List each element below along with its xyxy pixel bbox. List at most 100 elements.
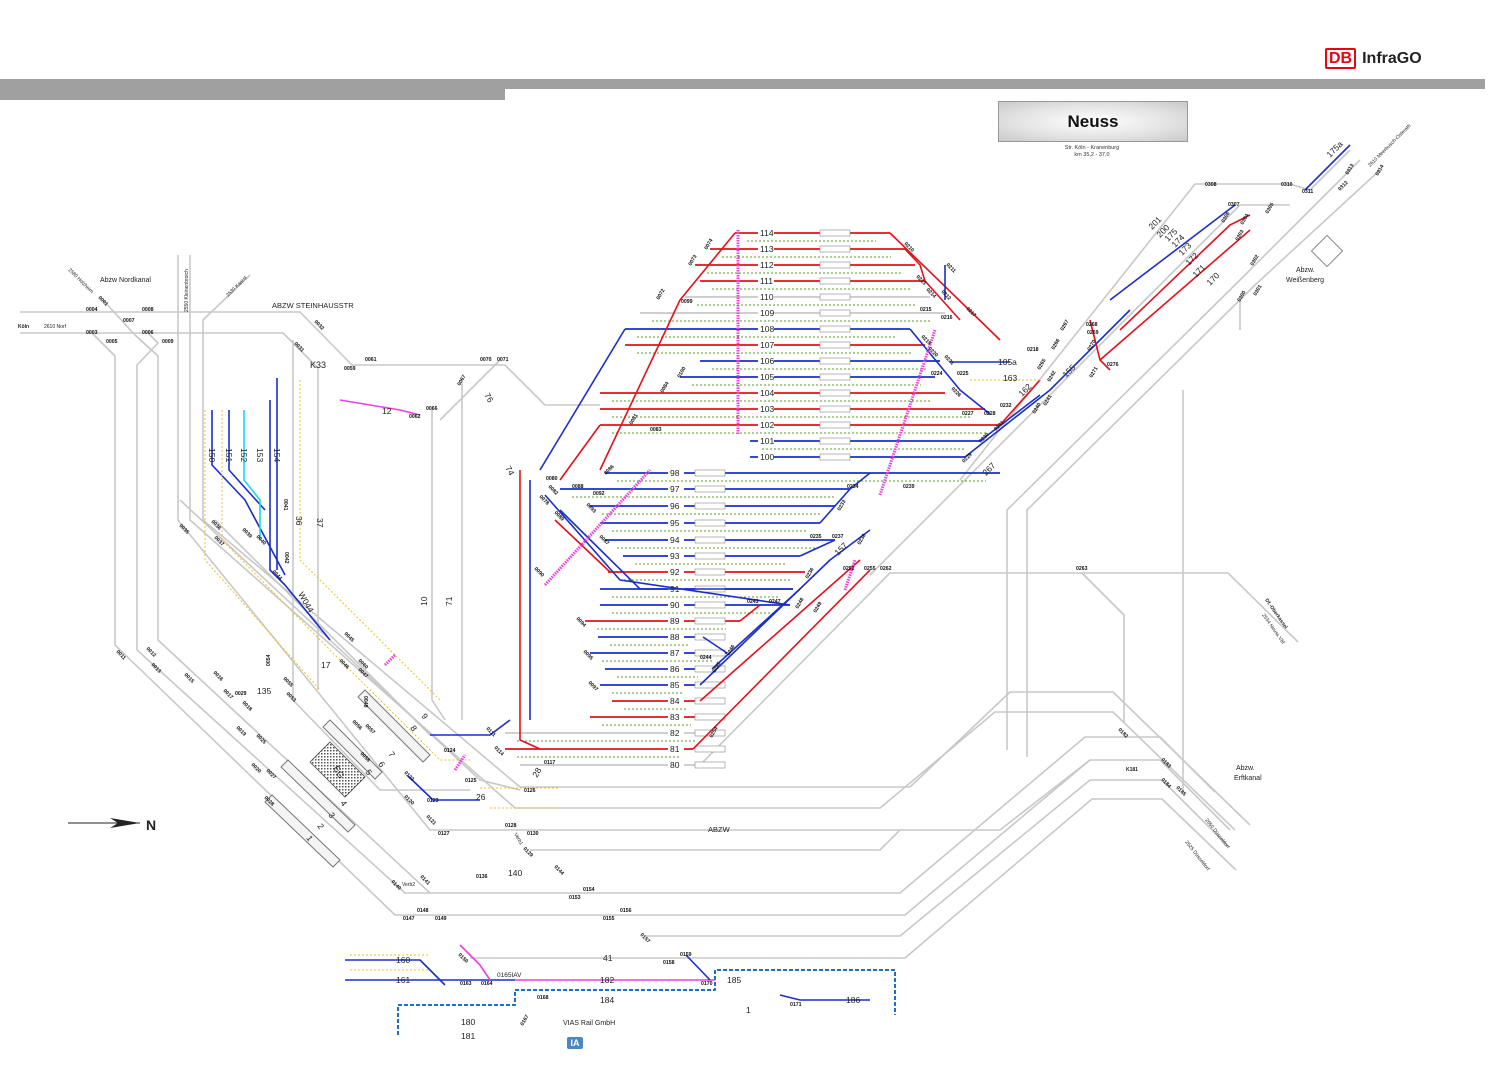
track-connection-blue [964,309,1131,458]
hatched-crossing [543,468,652,587]
switch-label: 0073 [688,254,699,267]
switch-label: 0305 [1265,202,1276,215]
track-label: 1 [746,1005,751,1015]
switch-label: 0235 [810,534,822,540]
track-length-box [694,761,726,769]
track-number-bg [668,633,684,641]
switch-label: 0017 [222,688,234,700]
switch-label: 0097 [587,680,599,692]
track-number-bg [668,568,684,576]
track-label: 12 [382,406,392,416]
track-label: 152 [239,448,249,462]
track-length-box [694,485,726,493]
track-label: 185 [727,975,741,985]
switch-label: 0015 [183,672,195,684]
special-tracks [68,144,1351,1035]
main-line [431,409,446,721]
track-number: 112 [760,260,774,270]
track-length-box [819,357,851,365]
track-length-box [694,649,726,657]
switch-label: 0225 [957,371,969,377]
track-label: 180 [461,1017,475,1027]
track-number: 94 [670,535,680,545]
track-connection-red [904,248,961,321]
switch-label: 0018 [241,700,253,712]
switch-label: 0229 [961,452,973,464]
infrago-wordmark: InfraGO [1362,49,1422,67]
track-length-box [819,229,851,237]
main-line [869,204,1290,576]
track-length-box [819,293,851,301]
track-connection-blue [407,775,480,801]
track-number-bg [758,341,774,349]
main-line [179,499,521,791]
place-label: 2550 Kleinenbroich [184,269,190,312]
switch-label: 0042 [283,552,289,564]
track-connection-blue [1304,144,1351,191]
track-connection-red [554,519,611,573]
track-number: 81 [670,744,680,754]
track-length-box [694,519,726,527]
switch-label: 0144 [553,864,565,876]
switch-label: 0271 [1089,366,1100,379]
track-number: 82 [670,728,680,738]
track-length-box [819,405,851,413]
track-connection-blue [711,588,801,670]
db-infrago-logo: DB InfraGO [1325,48,1422,69]
track-length-box [819,245,851,253]
switch-label: 0246 [726,644,737,657]
switch-label: 0009 [162,339,174,345]
track-label: 105a [998,357,1017,367]
switch-label: 0304 [1240,213,1251,226]
switch-label: 0057 [364,723,376,735]
switch-label: 0218 [1027,347,1039,353]
main-line [189,255,1236,831]
track-number: 113 [760,244,774,254]
track-number-bg [668,713,684,721]
track-length-box [694,633,726,641]
track-number-bg [758,309,774,317]
switch-label: 0040 [255,534,267,546]
main-line [214,519,431,736]
track-number-bg [758,277,774,285]
track-number-bg [668,536,684,544]
track-connection-blue [979,394,1041,442]
track-connection-blue [779,994,870,1001]
main-line [20,311,600,406]
track-number: 92 [670,567,680,577]
track-number: 108 [760,324,774,334]
switch-label: 0163 [460,981,472,987]
switch-label: 0127 [438,831,450,837]
switch-label: 0129 [522,846,534,858]
switch-label: 0276 [1107,362,1119,368]
yellow-dashed-track [204,410,321,691]
switch-label: 0255 [864,566,876,572]
hatched-crossing [843,559,857,591]
track-number: 110 [760,292,774,302]
track-length-box [819,437,851,445]
switch-label: 0244 [700,655,712,661]
switch-label: 0224 [931,371,943,377]
switch-label: 0066 [426,406,438,412]
switch-label: 0215 [920,307,932,313]
switch-label: 0185 [1175,785,1187,797]
track-label: 160 [396,955,410,965]
switch-label: 0032 [313,319,325,331]
switch-label: 0006 [142,330,154,336]
switch-label: 0269 [1087,330,1099,336]
switch-label: 0242 [1047,370,1058,383]
track-length-box [819,421,851,429]
signal-box-weissenberg [1310,234,1344,268]
switch-label: 0092 [593,491,605,497]
track-number: 86 [670,664,680,674]
track-number-bg [668,681,684,689]
hatched-crossing [878,329,937,496]
track-length-box [819,389,851,397]
switch-label: 0020 [250,762,262,774]
track-connection-red [1099,229,1251,361]
main-line [645,779,1229,937]
track-number-bg [758,245,774,253]
switch-label: 0308 [1205,182,1217,188]
switch-label: 0156 [620,908,632,914]
